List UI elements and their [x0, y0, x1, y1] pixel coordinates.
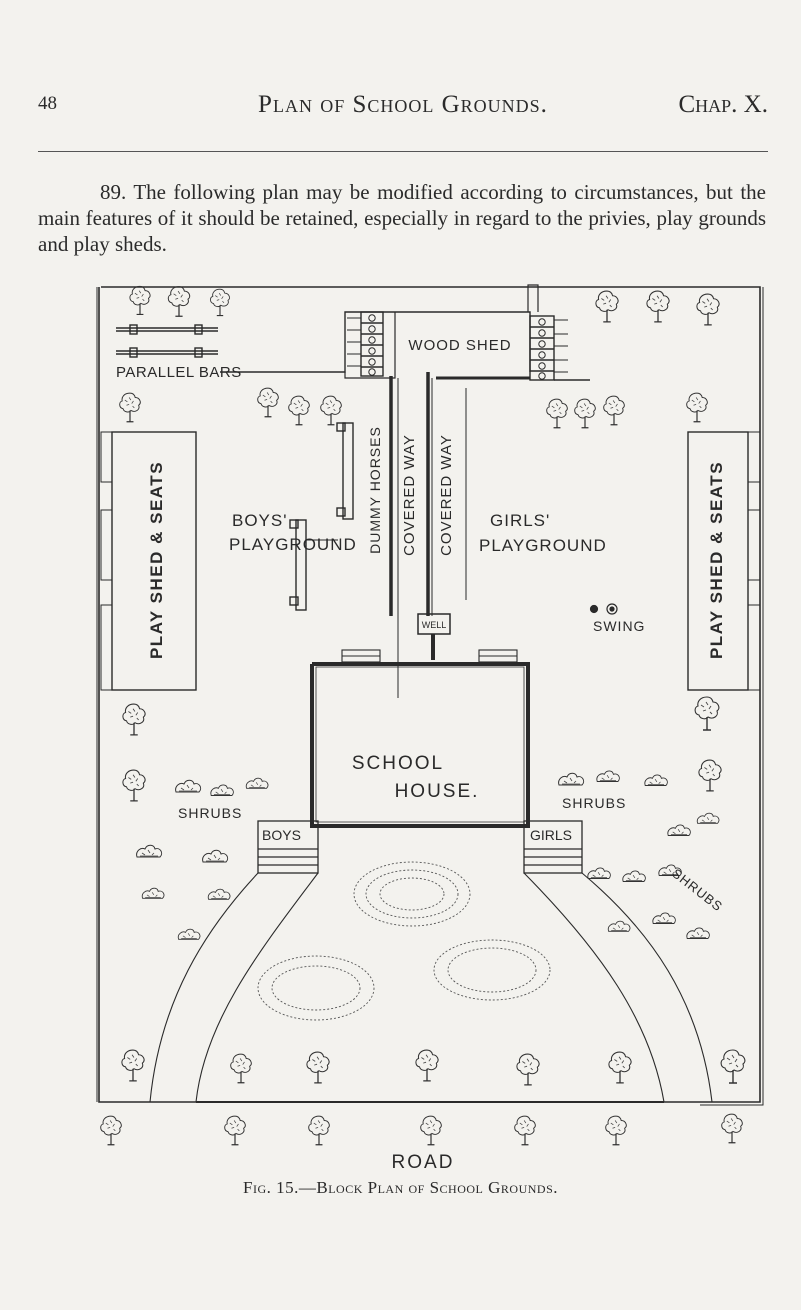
covered-way-2-label: COVERED WAY [438, 434, 455, 556]
chapter-label: Chap. X. [678, 91, 769, 118]
play-shed-left [100, 431, 197, 691]
privies-and-woodshed [220, 284, 590, 381]
front-paths [149, 872, 713, 1103]
dummy-horses-label: DUMMY HORSES [367, 426, 383, 554]
swing-label: SWING [593, 618, 645, 634]
wood-shed-label: WOOD SHED [408, 337, 511, 354]
girls-playground-line2: PLAYGROUND [479, 536, 607, 555]
well-label: WELL [422, 620, 447, 630]
parallel-bars [116, 324, 218, 358]
dummy-horses [289, 422, 354, 611]
privy-seats [368, 314, 546, 380]
school-label: SCHOOL [352, 753, 444, 774]
covered-way-1-label: COVERED WAY [401, 434, 418, 556]
road-label: ROAD [392, 1152, 455, 1173]
girls-playground-line1: GIRLS' [490, 511, 550, 530]
shrubs-right-label: SHRUBS [562, 795, 626, 811]
trees [100, 285, 746, 1146]
covered-ways [389, 372, 530, 698]
page-title: Plan of School Grounds. [258, 91, 548, 118]
shrubs-curved-label: SHRUBS [669, 866, 726, 915]
play-shed-right [687, 431, 761, 691]
shrubs-left-label: SHRUBS [178, 805, 242, 821]
figure-title: —Block Plan of School Grounds. [298, 1178, 558, 1197]
figure-caption: Fig. 15.—Block Plan of School Grounds. [0, 1178, 801, 1198]
header-rule [38, 151, 768, 152]
boys-playground-line1: BOYS' [232, 511, 288, 530]
school-steps [341, 649, 518, 663]
flower-beds [257, 861, 551, 1021]
page-number: 48 [38, 93, 57, 114]
parallel-bars-label: PARALLEL BARS [116, 364, 242, 381]
boys-playground-line2: PLAYGROUND [229, 535, 357, 554]
boys-entry-label: BOYS [262, 827, 301, 843]
swing [589, 603, 618, 615]
play-shed-right-label: PLAY SHED & SEATS [707, 461, 726, 659]
house-label: HOUSE. [395, 781, 480, 802]
well [417, 613, 451, 660]
boundary [96, 286, 764, 1106]
play-shed-left-label: PLAY SHED & SEATS [147, 461, 166, 659]
girls-entry-label: GIRLS [530, 827, 572, 843]
figure-number: Fig. 15. [243, 1178, 299, 1197]
running-head: 48 Plan of School Grounds. Chap. X. [38, 91, 769, 152]
entries [257, 820, 583, 874]
body-paragraph: 89. The following plan may be modified a… [38, 180, 766, 256]
